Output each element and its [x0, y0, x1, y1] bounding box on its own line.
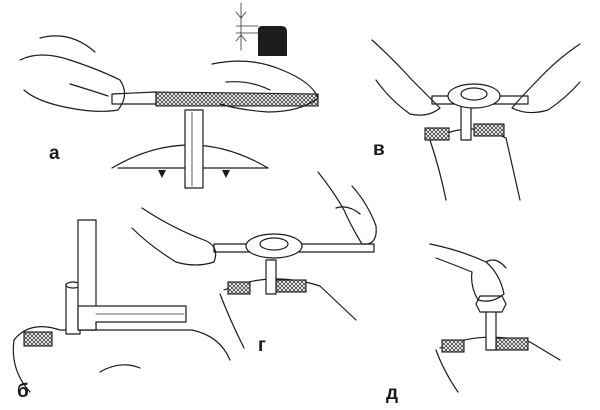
panel-label-a: а — [49, 143, 60, 164]
left-hand — [19, 54, 126, 112]
vise-jaw — [23, 331, 53, 347]
vise-jaw-right — [473, 123, 505, 137]
left-hand — [371, 39, 441, 116]
panel-g: г — [131, 171, 377, 356]
panel-label-d: д — [386, 383, 398, 404]
panel-d: д — [386, 243, 561, 404]
vise-jaw-left — [227, 281, 251, 295]
hand — [429, 243, 505, 302]
panel-b: б — [12, 219, 231, 402]
try-square — [77, 219, 187, 331]
vise-jaw-left — [441, 339, 465, 353]
panel-label-v: в — [373, 139, 385, 160]
right-hand — [211, 60, 319, 113]
rod — [184, 109, 204, 189]
chamfer-detail — [235, 2, 287, 56]
panel-v: в — [371, 39, 581, 201]
panel-label-g: г — [258, 335, 266, 356]
nut — [475, 295, 507, 313]
right-hand — [317, 171, 377, 245]
panel-label-b: б — [17, 381, 29, 402]
left-hand — [131, 207, 217, 266]
flat-file — [111, 91, 319, 107]
vise-jaw-right — [495, 337, 529, 351]
panel-a: а — [19, 2, 319, 189]
vise-jaw-right — [275, 279, 307, 293]
die-stock — [213, 233, 375, 259]
die-stock — [431, 83, 529, 109]
vise-jaw-left — [424, 127, 450, 141]
right-hand — [511, 43, 581, 114]
